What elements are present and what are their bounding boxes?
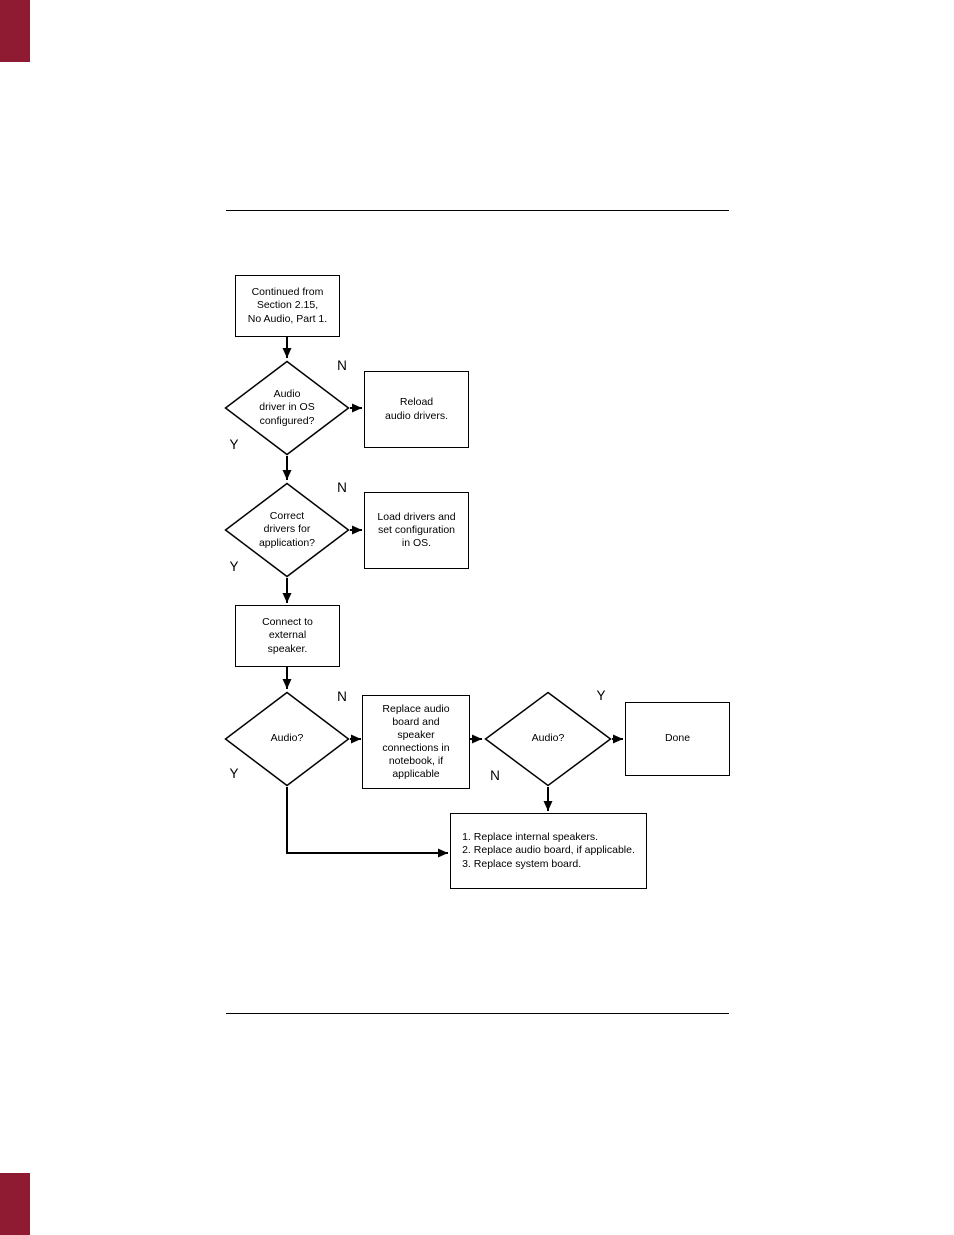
start-box: Continued from Section 2.15, No Audio, P…	[235, 275, 340, 337]
branch-label-audio2-n: N	[490, 768, 500, 783]
branch-label-driver-y: Y	[229, 437, 239, 452]
done-box: Done	[625, 702, 730, 776]
branch-label-app-n: N	[337, 480, 347, 495]
branch-label-app-y: Y	[229, 559, 239, 574]
arrow-decision-audio1-y-to-final	[286, 787, 448, 858]
decision-audio-2-shape	[484, 691, 612, 787]
decision-correct-drivers: Correct drivers for application?	[224, 482, 350, 578]
decision-correct-drivers-label: Correct drivers for application?	[258, 510, 316, 549]
decision-audio-driver-label: Audio driver in OS configured?	[259, 388, 315, 427]
decision-audio-2-label: Audio?	[531, 732, 565, 745]
decision-correct-drivers-shape	[224, 482, 350, 578]
branch-label-audio1-y: Y	[229, 766, 239, 781]
branch-label-audio1-n: N	[337, 689, 347, 704]
decision-audio-1: Audio?	[224, 691, 350, 787]
decision-audio-driver-configured: Audio driver in OS configured?	[224, 360, 350, 456]
decision-audio-driver-shape	[224, 360, 350, 456]
connect-external-speaker-box: Connect to external speaker.	[235, 605, 340, 667]
page-corner-mark-bottom	[0, 1173, 30, 1235]
final-steps-label: 1. Replace internal speakers. 2. Replace…	[462, 831, 635, 870]
page-corner-mark-top	[0, 0, 30, 62]
replace-audio-board-label: Replace audio board and speaker connecti…	[382, 702, 450, 781]
replace-audio-board-box: Replace audio board and speaker connecti…	[362, 695, 470, 789]
connect-external-speaker-label: Connect to external speaker.	[262, 616, 313, 655]
header-rule	[226, 210, 729, 211]
decision-audio-1-label: Audio?	[270, 732, 304, 745]
footer-rule	[226, 1013, 729, 1014]
decision-audio-1-shape	[224, 691, 350, 787]
reload-audio-drivers-box: Reload audio drivers.	[364, 371, 469, 448]
branch-label-audio2-y: Y	[596, 688, 606, 703]
done-label: Done	[664, 732, 691, 745]
load-drivers-box: Load drivers and set configuration in OS…	[364, 492, 469, 569]
decision-audio-2: Audio?	[484, 691, 612, 787]
final-steps-box: 1. Replace internal speakers. 2. Replace…	[450, 813, 647, 889]
start-box-label: Continued from Section 2.15, No Audio, P…	[247, 286, 328, 325]
branch-label-driver-n: N	[337, 358, 347, 373]
reload-audio-drivers-label: Reload audio drivers.	[384, 396, 449, 422]
load-drivers-label: Load drivers and set configuration in OS…	[377, 510, 456, 550]
